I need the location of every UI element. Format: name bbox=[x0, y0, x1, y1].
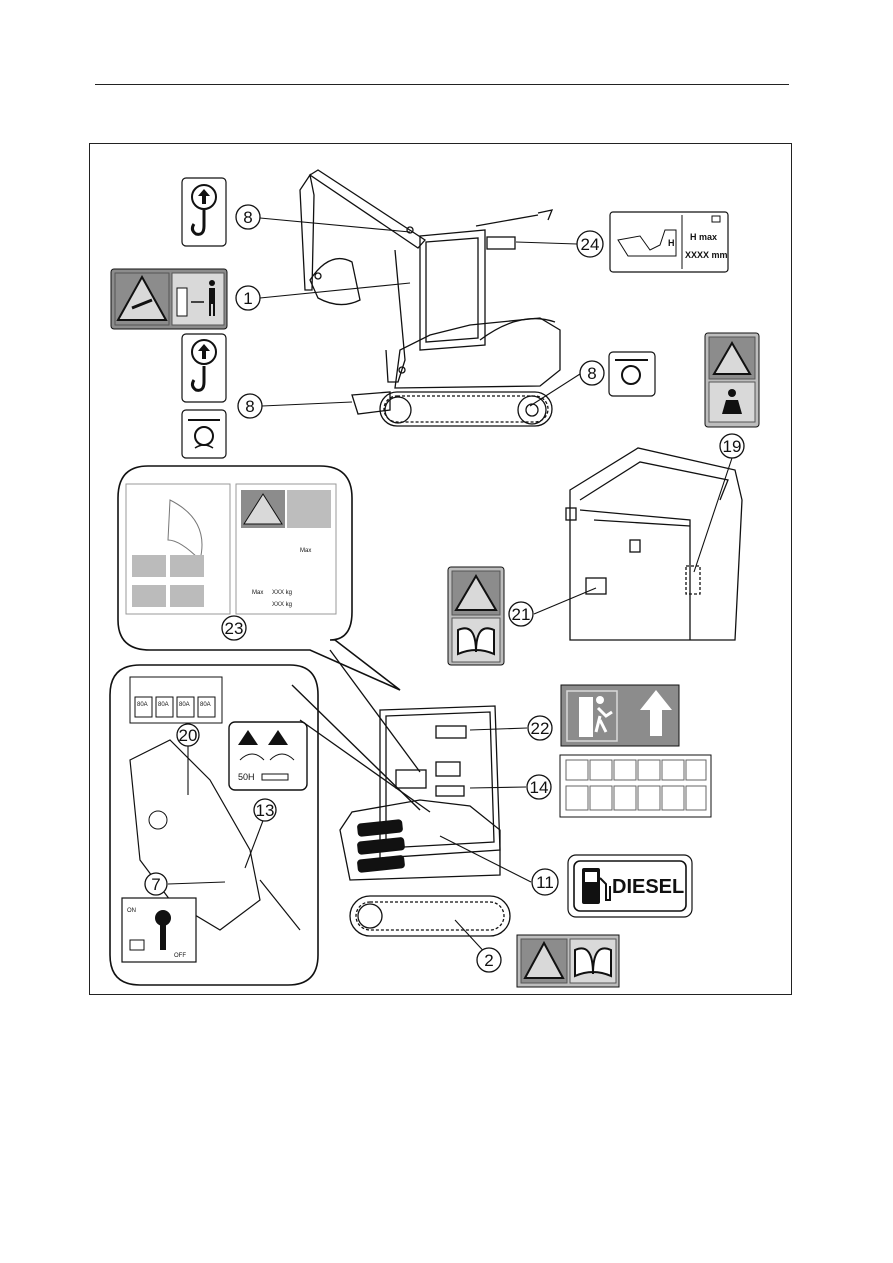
max-height-decal: H H max XXXX mm bbox=[609, 211, 729, 273]
fuse-label-4: 80A bbox=[200, 702, 211, 708]
battery-on-label: ON bbox=[127, 908, 136, 914]
svg-text:21: 21 bbox=[512, 605, 531, 624]
seatbelt-warning-decal bbox=[704, 332, 760, 428]
callout-8-top: 8 bbox=[235, 204, 261, 230]
callout-7: 7 bbox=[144, 872, 168, 896]
svg-text:23: 23 bbox=[225, 619, 244, 638]
lifting-hook-decal-lower bbox=[181, 333, 227, 403]
safety-overview-decal bbox=[559, 754, 712, 818]
svg-text:2: 2 bbox=[484, 951, 493, 970]
svg-text:11: 11 bbox=[536, 873, 554, 892]
fuse-label-2: 80A bbox=[158, 702, 169, 708]
svg-text:1: 1 bbox=[243, 289, 252, 308]
diesel-label: DIESEL bbox=[612, 876, 684, 898]
max-label-b: Max bbox=[252, 590, 263, 596]
callout-23: 23 bbox=[221, 615, 247, 641]
diesel-fuel-decal: DIESEL bbox=[567, 854, 693, 918]
svg-text:24: 24 bbox=[581, 235, 600, 254]
svg-text:20: 20 bbox=[179, 726, 198, 745]
callout-1: 1 bbox=[235, 285, 261, 311]
tie-down-decal-right bbox=[608, 351, 656, 397]
tie-down-decal-left bbox=[181, 409, 227, 459]
callout-21: 21 bbox=[508, 601, 534, 627]
rollover-warning-decal bbox=[447, 566, 505, 666]
callout-22: 22 bbox=[527, 715, 553, 741]
lifting-hook-decal-top bbox=[181, 177, 227, 247]
cab-rear-view bbox=[565, 447, 743, 641]
xxx-kg-b: XXX kg bbox=[272, 602, 292, 608]
svg-text:22: 22 bbox=[531, 719, 550, 738]
svg-text:8: 8 bbox=[243, 208, 252, 227]
svg-text:13: 13 bbox=[256, 801, 275, 820]
fuse-label-3: 80A bbox=[179, 702, 190, 708]
height-xxxx-label: XXXX mm bbox=[685, 250, 728, 260]
crush-hazard-decal bbox=[110, 268, 228, 330]
xxx-kg-a: XXX kg bbox=[272, 590, 292, 596]
callout-leaders bbox=[167, 217, 733, 958]
callout-2: 2 bbox=[476, 947, 502, 973]
callout-8-right: 8 bbox=[579, 360, 605, 386]
callout-11: 11 bbox=[531, 868, 559, 896]
svg-text:8: 8 bbox=[587, 364, 596, 383]
grease-interval-decal: 50H bbox=[228, 721, 308, 791]
excavator-rear-quarter-view bbox=[299, 649, 511, 937]
svg-text:7: 7 bbox=[151, 875, 160, 894]
max-label-a: Max bbox=[300, 548, 311, 554]
svg-text:8: 8 bbox=[245, 397, 254, 416]
emergency-exit-decal bbox=[560, 684, 680, 747]
load-chart-bubble: Max Max XXX kg XXX kg bbox=[117, 465, 401, 691]
callout-19: 19 bbox=[719, 433, 745, 459]
callout-20: 20 bbox=[176, 723, 200, 747]
height-h-label: H bbox=[668, 238, 675, 248]
battery-off-label: OFF bbox=[174, 953, 186, 959]
header-rule bbox=[95, 84, 789, 85]
svg-text:14: 14 bbox=[530, 778, 549, 797]
callout-14: 14 bbox=[526, 774, 552, 800]
height-hmax-label: H max bbox=[690, 232, 717, 242]
figure-frame bbox=[89, 143, 792, 995]
excavator-side-view bbox=[299, 169, 561, 427]
fuse-label-1: 80A bbox=[137, 702, 148, 708]
callout-8-left: 8 bbox=[237, 393, 263, 419]
svg-text:19: 19 bbox=[723, 437, 742, 456]
callout-24: 24 bbox=[576, 230, 604, 258]
grease-interval-label: 50H bbox=[238, 772, 255, 782]
track-hazard-decal bbox=[516, 934, 620, 988]
callout-13: 13 bbox=[253, 798, 277, 822]
